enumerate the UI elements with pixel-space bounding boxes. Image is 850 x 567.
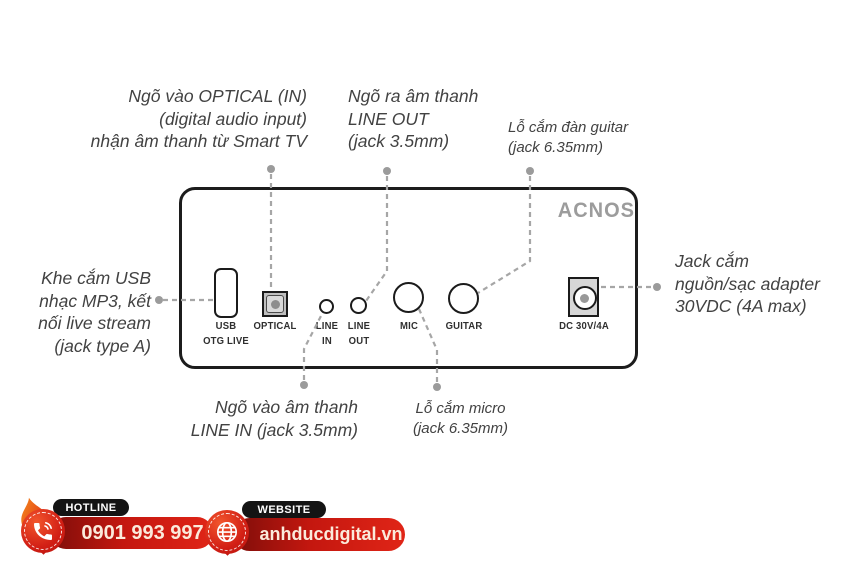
port-label-line-out-2: OUT [348, 336, 370, 347]
dc-jack-ring [572, 286, 597, 310]
optical-port [262, 291, 288, 317]
port-label-usb: USB [215, 321, 237, 332]
line-in-jack [319, 299, 334, 314]
hotline-label-pill: HOTLINE [53, 499, 129, 516]
annotation-line: (jack 6.35mm) [508, 139, 604, 156]
annotation-usb: Khe cắm USB nhạc MP3, kết nối live strea… [38, 267, 151, 357]
port-label-guitar: GUITAR [445, 321, 483, 332]
port-label-optical: OPTICAL [253, 321, 297, 332]
hotline-number-pill: 0901 993 997 [50, 517, 213, 549]
line-out-jack [350, 297, 367, 314]
annotation-optical: Ngõ vào OPTICAL (IN) (digital audio inpu… [91, 85, 307, 153]
port-label-line-out: LINE [347, 321, 371, 332]
hotline-icon-circle [21, 509, 65, 553]
website-badge[interactable]: WEBSITE anhducdigital.vn [203, 495, 411, 559]
brand-logo: ACNOS [557, 199, 635, 223]
port-label-usb-2: OTG LIVE [203, 336, 249, 347]
annotation-guitar: Lỗ cắm đàn guitar (jack 6.35mm) [508, 118, 628, 158]
globe-icon [216, 521, 238, 543]
optical-port-lens [270, 299, 280, 309]
dc-jack-pin [580, 293, 589, 303]
hotline-number: 0901 993 997 [81, 521, 204, 544]
annotation-line: (jack 3.5mm) [348, 131, 450, 151]
website-url: anhducdigital.vn [259, 524, 403, 544]
annotation-line: Lỗ cắm đàn guitar [508, 119, 629, 136]
annotation-line: Ngõ vào OPTICAL (IN) [128, 86, 307, 106]
annotation-line: nối live stream [38, 313, 151, 333]
website-label-pill: WEBSITE [242, 501, 326, 518]
annotation-line-out: Ngõ ra âm thanh LINE OUT (jack 3.5mm) [348, 85, 478, 153]
device-rear-panel [179, 187, 638, 369]
website-label: WEBSITE [257, 503, 311, 516]
annotation-line: nguồn/sạc adapter [675, 273, 820, 294]
hotline-label: HOTLINE [65, 501, 117, 514]
annotation-line: Jack cắm [675, 251, 749, 271]
phone-icon [34, 522, 52, 540]
port-label-line-in: LINE [315, 321, 339, 332]
dc-power-jack [568, 277, 599, 317]
annotation-line: nhận âm thanh từ Smart TV [90, 131, 307, 151]
annotation-line: Ngõ ra âm thanh [348, 86, 479, 106]
annotation-line-in: Ngõ vào âm thanh LINE IN (jack 3.5mm) [191, 396, 358, 441]
port-label-dc: DC 30V/4A [559, 321, 609, 332]
annotation-line: Khe cắm USB [41, 268, 151, 288]
usb-port [214, 268, 238, 318]
annotation-mic: Lỗ cắm micro (jack 6.35mm) [403, 399, 518, 439]
annotation-line: (jack type A) [54, 335, 151, 356]
annotation-line: Ngõ vào âm thanh [214, 397, 358, 417]
annotation-line: 30VDC (4A max) [675, 296, 807, 316]
hotline-badge[interactable]: HOTLINE 0901 993 997 [15, 495, 213, 559]
port-label-line-in-2: IN [322, 336, 332, 347]
website-icon-circle [205, 510, 249, 554]
website-url-pill: anhducdigital.vn [233, 518, 405, 551]
annotation-line: (jack 6.35mm) [412, 420, 509, 437]
annotation-line: LINE OUT [348, 108, 429, 129]
annotation-line: (digital audio input) [159, 108, 307, 129]
guitar-jack [448, 283, 479, 314]
annotation-line: Lỗ cắm micro [415, 400, 506, 417]
annotation-power: Jack cắm nguồn/sạc adapter 30VDC (4A max… [675, 250, 820, 318]
annotation-line: LINE IN (jack 3.5mm) [190, 419, 358, 440]
annotation-line: nhạc MP3, kết [39, 290, 151, 311]
mic-jack [393, 282, 424, 313]
port-label-mic: MIC [400, 321, 418, 332]
